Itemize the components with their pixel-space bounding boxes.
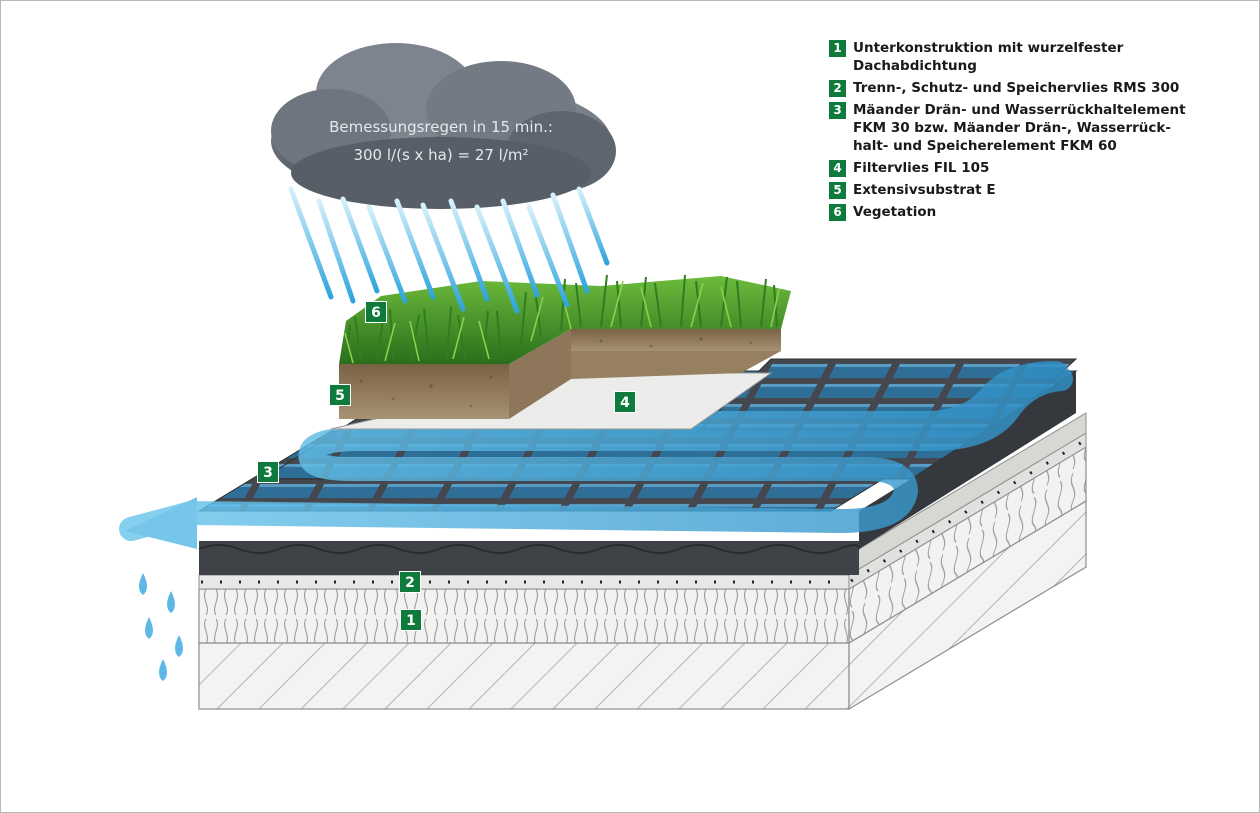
rainfall-annotation: Bemessungsregen in 15 min.: 300 l/(s x h… (291, 113, 591, 169)
marker-1: 1 (400, 609, 422, 631)
substrate-block (339, 329, 781, 419)
legend-badge: 1 (829, 40, 846, 57)
legend-text: halt- und Speicherelement FKM 60 (853, 138, 1117, 154)
water-meander-path (119, 361, 1073, 549)
legend-badge: 5 (829, 182, 846, 199)
legend-item: 1 Unterkonstruktion mit wurzelfester Dac… (829, 39, 1229, 75)
rain-cloud (271, 43, 616, 209)
legend-text: FKM 30 bzw. Mäander Drän-, Wasserrück- (853, 120, 1171, 136)
legend-item: 4 Filtervlies FIL 105 (829, 159, 1229, 177)
legend-text: Trenn-, Schutz- und Speichervlies RMS 30… (853, 80, 1180, 96)
water-drops (139, 573, 183, 681)
legend-badge: 4 (829, 160, 846, 177)
legend-text: Vegetation (853, 204, 937, 220)
legend-text: Extensivsubstrat E (853, 182, 996, 198)
concrete-base (198, 499, 1087, 711)
legend-text: Dachabdichtung (853, 58, 977, 74)
legend-item: 6 Vegetation (829, 203, 1229, 221)
legend-text: Filtervlies FIL 105 (853, 160, 990, 176)
legend-badge: 2 (829, 80, 846, 97)
marker-2: 2 (399, 571, 421, 593)
marker-4: 4 (614, 391, 636, 413)
rainfall-line-1: Bemessungsregen in 15 min.: (329, 118, 553, 136)
insulation-layer (198, 445, 1087, 645)
vegetation-grass (339, 274, 791, 364)
protection-fleece-layer (198, 432, 1087, 590)
legend-text: Unterkonstruktion mit wurzelfester (853, 40, 1124, 56)
legend-badge: 6 (829, 204, 846, 221)
rainfall-line-2: 300 l/(s x ha) = 27 l/m² (353, 146, 529, 164)
legend-item: 2 Trenn-, Schutz- und Speichervlies RMS … (829, 79, 1229, 97)
legend-text: Mäander Drän- und Wasserrückhaltelement (853, 102, 1186, 118)
marker-6: 6 (365, 301, 387, 323)
rain-streaks (288, 186, 610, 314)
legend-item: 3 Mäander Drän- und Wasserrückhaltelemen… (829, 101, 1229, 155)
legend-badge: 3 (829, 102, 846, 119)
layer-legend: 1 Unterkonstruktion mit wurzelfester Dac… (829, 39, 1229, 225)
legend-item: 5 Extensivsubstrat E (829, 181, 1229, 199)
marker-3: 3 (257, 461, 279, 483)
marker-5: 5 (329, 384, 351, 406)
